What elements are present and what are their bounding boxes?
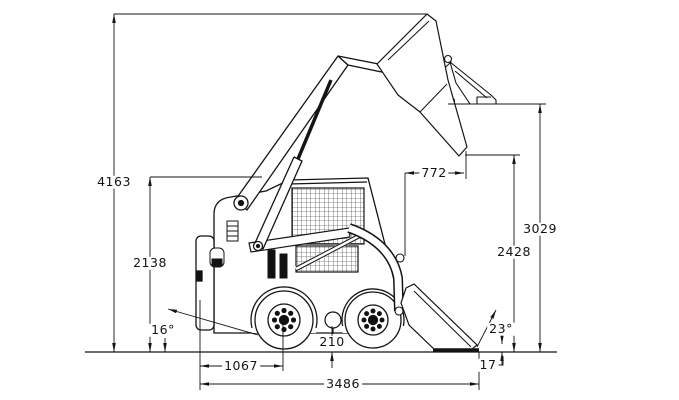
rear-wheel: [254, 290, 314, 350]
dim-cab-height: 2138: [131, 254, 169, 270]
dim-dump-height: 2428: [495, 243, 533, 259]
dim-bucket-angle: 23°: [487, 320, 515, 336]
dim-ground-clearance: 210: [317, 333, 347, 349]
front-wheel: [344, 291, 402, 349]
bucket-dumping: [376, 13, 468, 157]
dimension-arrows: [112, 14, 542, 386]
bucket-lowered: [400, 283, 479, 352]
dim-rear-angle: 16°: [149, 321, 177, 337]
dim-hinge-pin-height: 3029: [521, 220, 559, 236]
bucket-raised-level: [449, 61, 497, 105]
body-details: [209, 220, 288, 279]
dim-rear-to-axle: 1067: [222, 357, 260, 373]
dim-cutting-edge-height: 17: [477, 356, 499, 372]
dim-overall-height: 4163: [95, 173, 133, 189]
dim-dump-reach: 772: [419, 164, 449, 180]
boom-lowered: [248, 223, 405, 316]
dim-overall-length: 3486: [324, 375, 362, 391]
chassis-detail: [324, 311, 342, 334]
